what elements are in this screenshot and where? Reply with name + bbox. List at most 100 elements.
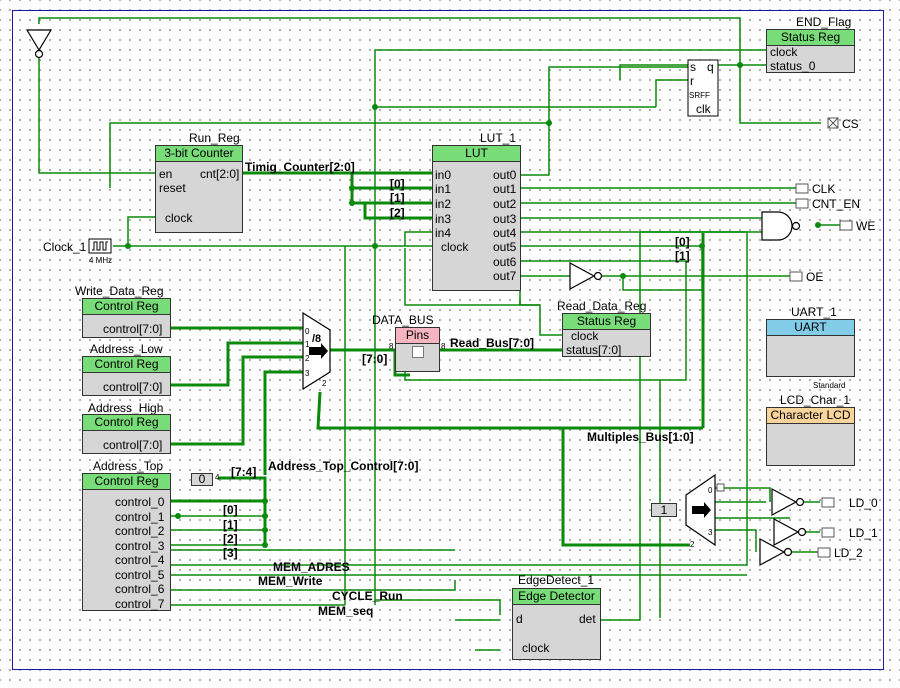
uart-name: UART_1 (791, 305, 837, 319)
top-inverter-symbol (25, 29, 53, 59)
lut-tap-0: [0] (390, 177, 405, 191)
run-reg-counter[interactable]: 3-bit Counter en reset clock cnt[2:0] (155, 145, 243, 233)
mem-write-net: MEM_Write (258, 574, 323, 588)
run-reg-cnt-pin: cnt[2:0] (200, 167, 240, 181)
run-reg-header: 3-bit Counter (156, 146, 242, 162)
run-reg-name: Run_Reg (189, 131, 240, 145)
tap-7-0: [7:0] (362, 352, 388, 366)
address-top-control-net: Address_Top_Control[7:0] (268, 459, 419, 473)
lcd-name: LCD_Char_1 (780, 393, 851, 407)
mux1-width: /8 (312, 333, 322, 345)
at-tap-1: [1] (223, 518, 238, 532)
read-data-reg[interactable]: Status Reg clock status[7:0] (562, 313, 651, 357)
ld1-port: LD_1 (849, 526, 878, 540)
edge-d-pin: d (516, 612, 523, 626)
we-port: WE (856, 219, 876, 233)
edge-detector[interactable]: Edge Detector d det clock (512, 588, 601, 660)
timig-counter-net: Timig_Counter[2:0] (245, 160, 355, 174)
ld2-port: LD_2 (834, 546, 863, 560)
run-reg-en-pin: en (159, 167, 173, 181)
edge-name: EdgeDetect_1 (518, 573, 595, 587)
edge-det-pin: det (579, 612, 596, 626)
lut-tap-1: [1] (390, 191, 405, 205)
mem-adres-net: MEM_ADRES (273, 560, 350, 574)
lut-name: LUT_1 (480, 131, 517, 145)
lut-out2: out2 (493, 197, 517, 211)
address-top-header: Control Reg (83, 474, 170, 490)
end-flag-name: END_Flag (796, 15, 852, 29)
mux1-in1: 1 (305, 340, 310, 349)
junctions (125, 62, 821, 548)
address-top-name: Address_Top (93, 459, 164, 473)
data-bus-name: DATA_BUS (372, 313, 434, 327)
data-bus-pins[interactable]: Pins (395, 327, 440, 372)
end-flag-header: Status Reg (767, 30, 854, 46)
lut-out6: out6 (493, 255, 517, 269)
bus-wires (170, 171, 705, 547)
mux2-in3: 3 (708, 528, 713, 537)
run-reg-reset-pin: reset (159, 181, 186, 195)
multiples-bus-net: Multiples_Bus[1:0] (587, 430, 694, 444)
read-data-reg-clock: clock (571, 329, 599, 343)
address-high-header: Control Reg (83, 415, 170, 431)
mux2-sel: 2 (690, 540, 695, 549)
address-low-name: Address_Low (90, 342, 163, 356)
address-top-c4: control_4 (115, 553, 165, 567)
lcd-block[interactable]: Character LCD (766, 407, 855, 466)
uart-block[interactable]: UART (766, 319, 855, 377)
cycle-run-net: CYCLE_Run (332, 589, 403, 603)
end-flag-status-pin: status_0 (770, 59, 816, 73)
lut-in3: in3 (435, 212, 452, 226)
srff-s: s (690, 60, 696, 74)
address-top-reg[interactable]: Control Reg control_0 control_1 control_… (82, 473, 171, 611)
uart-footer: Standard (813, 381, 846, 390)
data-bus-width-right: 8 (441, 342, 446, 351)
data-bus-width-left: 8 (389, 342, 394, 351)
address-low-header: Control Reg (83, 357, 170, 373)
write-data-reg[interactable]: Control Reg control[7:0] (82, 298, 171, 338)
lut-out7: out7 (493, 269, 517, 283)
clock-name: Clock_1 (43, 240, 87, 254)
oe-inverter (569, 261, 603, 291)
mux1-in0: 0 (305, 327, 310, 336)
const-one[interactable]: 1 (651, 503, 677, 517)
clk-port: CLK (812, 182, 836, 196)
lut-in4: in4 (435, 226, 452, 240)
edge-clock-pin: clock (522, 641, 550, 655)
lut-tap-2: [2] (390, 206, 405, 220)
end-flag-clock-pin: clock (770, 45, 798, 59)
address-low-reg[interactable]: Control Reg control[7:0] (82, 356, 171, 396)
at-tap-0: [0] (223, 503, 238, 517)
address-high-reg[interactable]: Control Reg control[7:0] (82, 414, 171, 454)
ld0-port: LD_0 (849, 496, 878, 510)
const-zero[interactable]: 0 (191, 473, 213, 486)
lut-block[interactable]: LUT in0 in1 in2 in3 in4 clock out0 out1 … (432, 145, 521, 291)
address-top-c5: control_5 (115, 568, 165, 582)
lut-in2: in2 (435, 197, 452, 211)
read-data-reg-name: Read_Data_Reg (557, 299, 647, 313)
address-top-c6: control_6 (115, 582, 165, 596)
srff-clk: clk (696, 102, 711, 116)
srff-q: q (707, 60, 714, 74)
lut-clock: clock (441, 240, 469, 254)
edge-header: Edge Detector (513, 589, 600, 605)
out5-tap-1: [1] (675, 249, 690, 263)
mux1-in2: 2 (305, 354, 310, 363)
out4-tap-0: [0] (675, 235, 690, 249)
srff-label: SRFF (689, 91, 710, 100)
read-data-reg-header: Status Reg (563, 314, 650, 330)
thin-wires (38, 17, 840, 651)
address-top-c0: control_0 (115, 495, 165, 509)
write-data-reg-name: Write_Data_Reg (75, 284, 164, 298)
write-data-reg-pin: control[7:0] (103, 322, 163, 336)
lut-out1: out1 (493, 182, 517, 196)
address-high-pin: control[7:0] (103, 438, 163, 452)
at-tap-3: [3] (223, 546, 238, 560)
end-flag-status-reg[interactable]: Status Reg clock status_0 (766, 29, 855, 73)
read-bus-net: Read_Bus[7:0] (450, 336, 535, 350)
cs-port: CS (842, 117, 859, 131)
data-bus-pin-glyph (412, 346, 424, 358)
data-bus-header: Pins (396, 328, 439, 344)
srff-box (687, 59, 719, 117)
